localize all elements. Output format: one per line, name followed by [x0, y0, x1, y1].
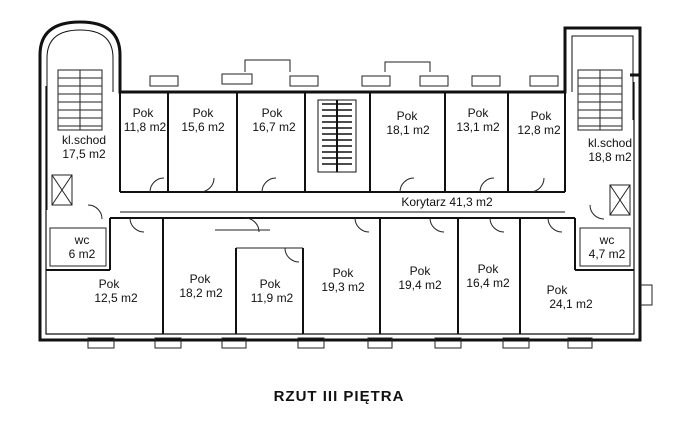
room-b3-name: Pok	[260, 277, 282, 291]
wc-left-name: wc	[74, 233, 90, 247]
room-b6-area: 16,4 m2	[466, 276, 510, 290]
room-r2-area: 15,6 m2	[181, 120, 225, 134]
room-b3-area: 11,9 m2	[251, 291, 294, 305]
room-r2-name: Pok	[193, 106, 215, 120]
room-b7-name: Pok	[547, 283, 569, 297]
stairs-left-area: 17,5 m2	[62, 147, 106, 161]
room-b1-area: 12,5 m2	[94, 291, 138, 305]
wc-right-name: wc	[599, 233, 615, 247]
wc-left-area: 6 m2	[69, 247, 96, 261]
interior-walls	[46, 92, 634, 334]
room-b5-name: Pok	[410, 264, 432, 278]
stairs-right	[577, 69, 631, 216]
room-r5-area: 13,1 m2	[456, 120, 500, 134]
room-r1-area: 11,8 m2	[124, 120, 167, 134]
room-r3-name: Pok	[262, 106, 284, 120]
room-r4-area: 18,1 m2	[386, 123, 430, 137]
room-b6-name: Pok	[478, 262, 500, 276]
room-b4-area: 19,3 m2	[321, 280, 365, 294]
room-b1-name: Pok	[99, 277, 121, 291]
plan-title: RZUT III PIĘTRA	[274, 388, 405, 405]
room-r3-area: 16,7 m2	[252, 120, 296, 134]
room-b5-area: 19,4 m2	[398, 278, 442, 292]
corridor-label: Korytarz 41,3 m2	[401, 195, 493, 209]
wc-right-area: 4,7 m2	[589, 247, 626, 261]
room-labels: Pok 11,8 m2 Pok 15,6 m2 Pok 16,7 m2 Pok …	[62, 106, 632, 311]
room-r6-area: 12,8 m2	[517, 123, 561, 137]
window-bays	[87, 59, 653, 349]
stairs	[51, 69, 631, 216]
stairs-left-label: kl.schod	[62, 133, 106, 147]
room-b7-area: 24,1 m2	[549, 297, 593, 311]
stairs-right-label: kl.schod	[588, 136, 632, 150]
room-r5-name: Pok	[468, 106, 490, 120]
outer-walls	[38, 20, 642, 342]
stairs-right-area: 18,8 m2	[588, 150, 632, 164]
room-b4-name: Pok	[333, 266, 355, 280]
door-swings	[87, 177, 605, 263]
room-b2-area: 18,2 m2	[179, 286, 223, 300]
stairs-center	[317, 99, 357, 173]
stairs-left	[51, 69, 103, 206]
room-r4-name: Pok	[397, 109, 419, 123]
room-r6-name: Pok	[531, 109, 553, 123]
room-r1-name: Pok	[133, 106, 155, 120]
room-b2-name: Pok	[190, 272, 212, 286]
